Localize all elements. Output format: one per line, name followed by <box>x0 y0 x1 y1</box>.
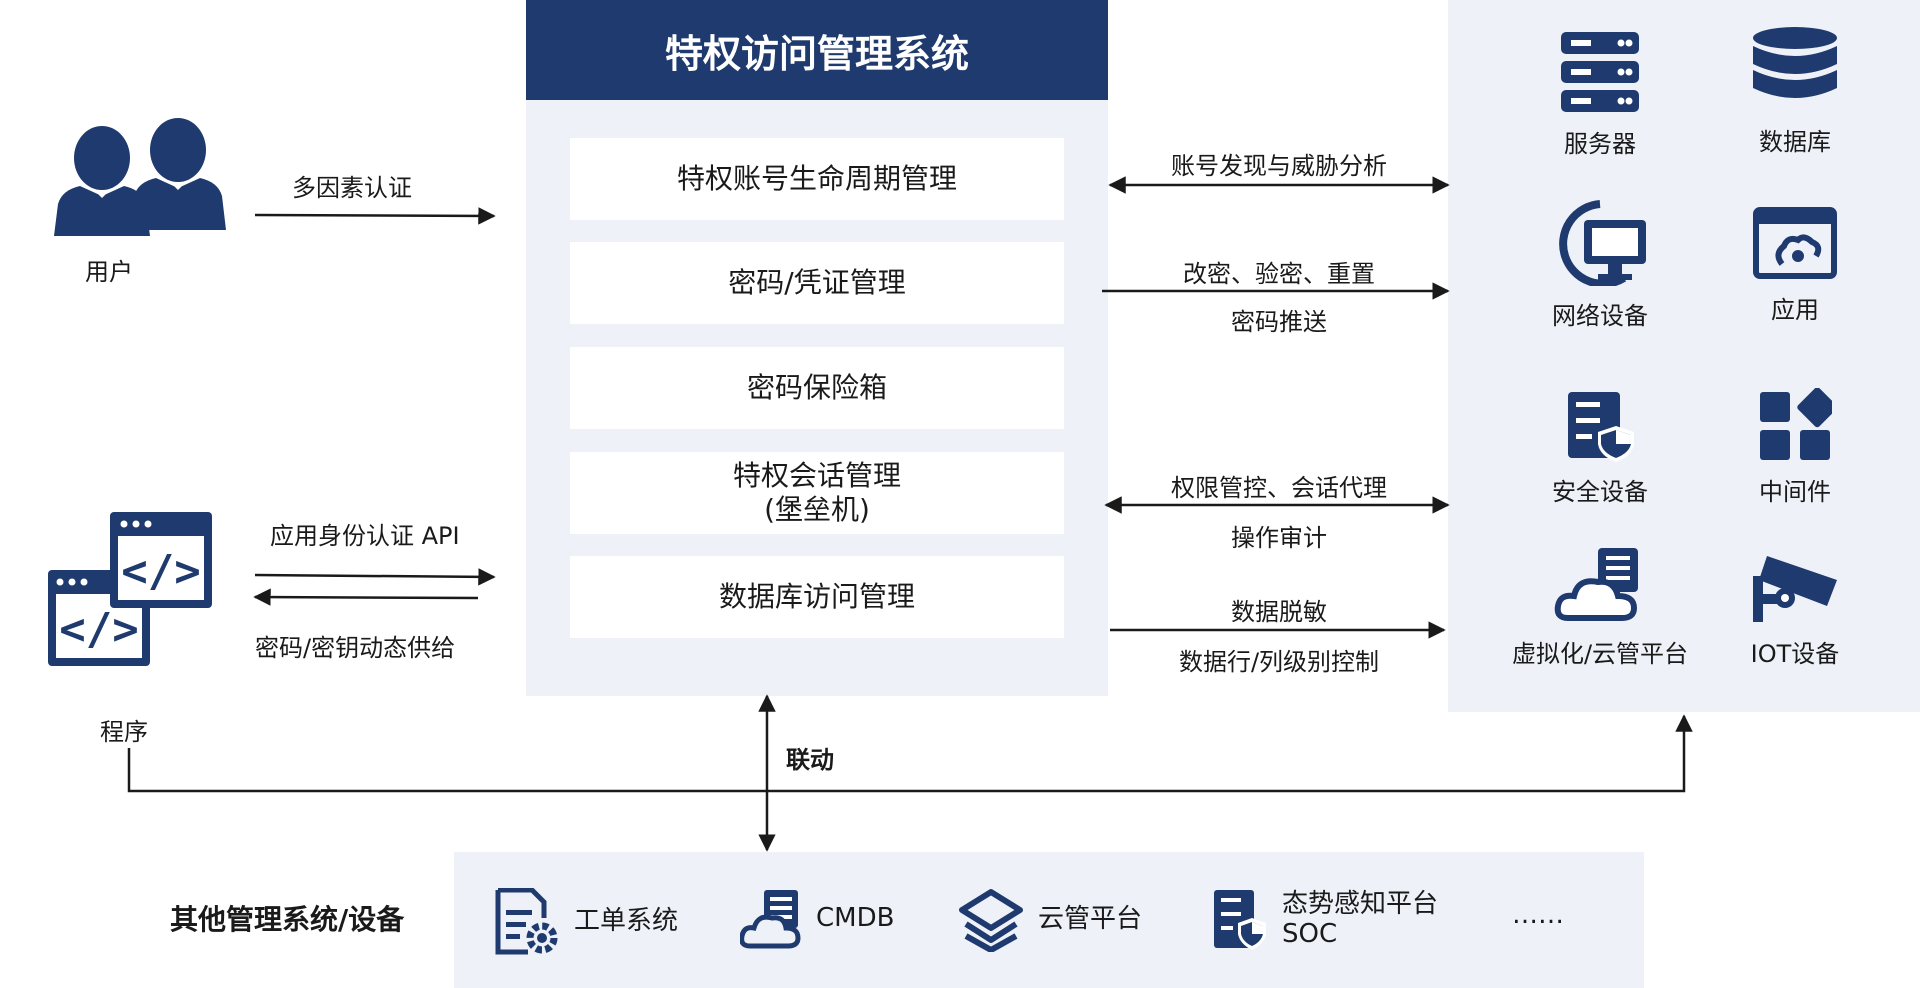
cloud-server-icon <box>1554 548 1638 621</box>
bottom-item-soc: 态势感知平台 SOC <box>1212 888 1438 952</box>
mfa-label: 多因素认证 <box>292 174 412 202</box>
bottom-item-label-stack: 态势感知平台 SOC <box>1282 889 1439 950</box>
camera-icon <box>1753 556 1837 622</box>
svg-text:</>: </> <box>59 604 138 655</box>
svg-text:</>: </> <box>121 546 200 597</box>
other-systems-heading: 其他管理系统/设备 <box>170 903 405 936</box>
module-vault: 密码保险箱 <box>570 347 1064 429</box>
bottom-item-label: 工单系统 <box>574 906 679 937</box>
program-code-icon: </> </> <box>46 510 216 674</box>
flow-audit-label: 操作审计 <box>1231 524 1327 552</box>
flow-row-column-label: 数据行/列级别控制 <box>1178 648 1380 676</box>
module-label: 密码保险箱 <box>746 371 887 405</box>
security-device-icon <box>1568 392 1634 462</box>
database-icon <box>1753 27 1837 98</box>
app-auth-label: 应用身份认证 API <box>270 522 460 550</box>
bottom-item-cmdb: CMDB <box>740 888 894 950</box>
target-middleware: 中间件 <box>1697 388 1893 507</box>
program-linkage-line <box>127 714 1693 793</box>
cred-supply-label: 密码/密钥动态供给 <box>255 634 456 662</box>
bottom-item-sublabel: SOC <box>1282 919 1338 949</box>
network-device-icon <box>1559 200 1646 286</box>
pam-system-title: 特权访问管理系统 <box>526 0 1108 100</box>
ticket-system-icon <box>495 888 558 955</box>
bottom-item-ticket: 工单系统 <box>494 888 678 956</box>
linkage-label: 联动 <box>786 746 834 774</box>
other-systems-panel <box>454 852 1644 988</box>
target-application: 应用 <box>1697 206 1893 325</box>
flow-password-push-label: 密码推送 <box>1231 308 1327 336</box>
soc-icon <box>1214 890 1266 950</box>
module-label: 特权会话管理 <box>732 459 901 493</box>
module-lifecycle: 特权账号生命周期管理 <box>570 138 1064 220</box>
target-security-device: 安全设备 <box>1502 390 1698 507</box>
target-label: 服务器 <box>1564 130 1636 158</box>
target-database: 数据库 <box>1697 26 1893 157</box>
middleware-icon <box>1760 388 1832 460</box>
module-database-access: 数据库访问管理 <box>570 556 1064 638</box>
cred-supply-arrow <box>253 588 479 606</box>
bottom-item-cloud-platform: 云管平台 <box>958 888 1142 952</box>
bottom-item-label: 态势感知平台 <box>1282 889 1439 920</box>
flow-masking-label: 数据脱敏 <box>1231 598 1327 626</box>
flow-access-control-label: 权限管控、会话代理 <box>1171 474 1387 502</box>
bottom-item-label: CMDB <box>816 903 895 934</box>
application-icon <box>1753 207 1837 279</box>
bottom-item-label: 云管平台 <box>1038 904 1143 935</box>
module-label: 密码/凭证管理 <box>728 266 906 300</box>
module-label: 特权账号生命周期管理 <box>676 162 957 196</box>
target-network-device: 网络设备 <box>1502 198 1698 331</box>
module-session: 特权会话管理 (堡垒机) <box>570 452 1064 534</box>
layers-icon <box>959 889 1023 952</box>
flow-discovery-label: 账号发现与威胁分析 <box>1171 152 1387 180</box>
module-sublabel: (堡垒机) <box>764 493 870 526</box>
program-label: 程序 <box>100 718 148 746</box>
module-label: 数据库访问管理 <box>718 580 915 614</box>
mfa-arrow <box>254 207 496 225</box>
target-label: 中间件 <box>1759 478 1831 506</box>
target-server: 服务器 <box>1502 30 1698 159</box>
target-label: IOT设备 <box>1750 640 1840 668</box>
target-label: 数据库 <box>1759 128 1831 156</box>
users-icon <box>50 118 230 242</box>
flow-password-ops-label: 改密、验密、重置 <box>1183 260 1375 288</box>
target-label: 安全设备 <box>1552 478 1648 506</box>
target-systems-panel <box>1448 0 1920 712</box>
target-label: 虚拟化/云管平台 <box>1511 640 1689 668</box>
target-iot-device: IOT设备 <box>1697 550 1893 669</box>
target-label: 应用 <box>1771 296 1819 324</box>
server-icon <box>1561 32 1639 112</box>
target-label: 网络设备 <box>1552 302 1648 330</box>
user-label: 用户 <box>85 258 133 286</box>
target-virtualization-cloud: 虚拟化/云管平台 <box>1502 546 1698 669</box>
bottom-more-ellipsis: …… <box>1512 900 1564 930</box>
app-auth-arrow <box>254 568 496 586</box>
module-credential: 密码/凭证管理 <box>570 242 1064 324</box>
cmdb-icon <box>740 890 801 949</box>
